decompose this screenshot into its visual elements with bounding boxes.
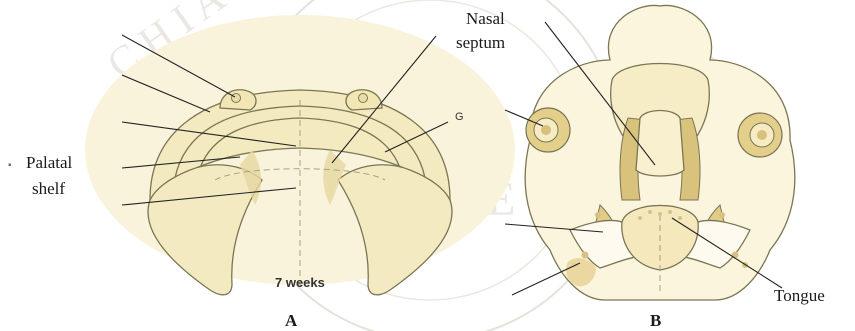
age-label: 7 weeks [275,275,325,290]
panel-b-label: B [650,311,661,330]
nasal-septum [636,111,684,177]
panel-a-label: A [285,311,298,330]
g-label: G [455,111,464,123]
palatal-shelf-label-1: Palatal [26,153,73,172]
tongue-label: Tongue [774,286,825,305]
palatal-shelf-label-2: shelf [32,179,65,198]
bullet-marker: ▪ [8,160,12,171]
eye-left [526,108,570,152]
panel-b: Tongue B [505,5,825,330]
panel-a: ▪ Palatal shelf G 7 weeks A [8,15,515,330]
nasal-septum-label-1: Nasal [466,9,505,28]
eye-right [738,113,782,157]
nasal-septum-label-2: septum [456,33,505,52]
